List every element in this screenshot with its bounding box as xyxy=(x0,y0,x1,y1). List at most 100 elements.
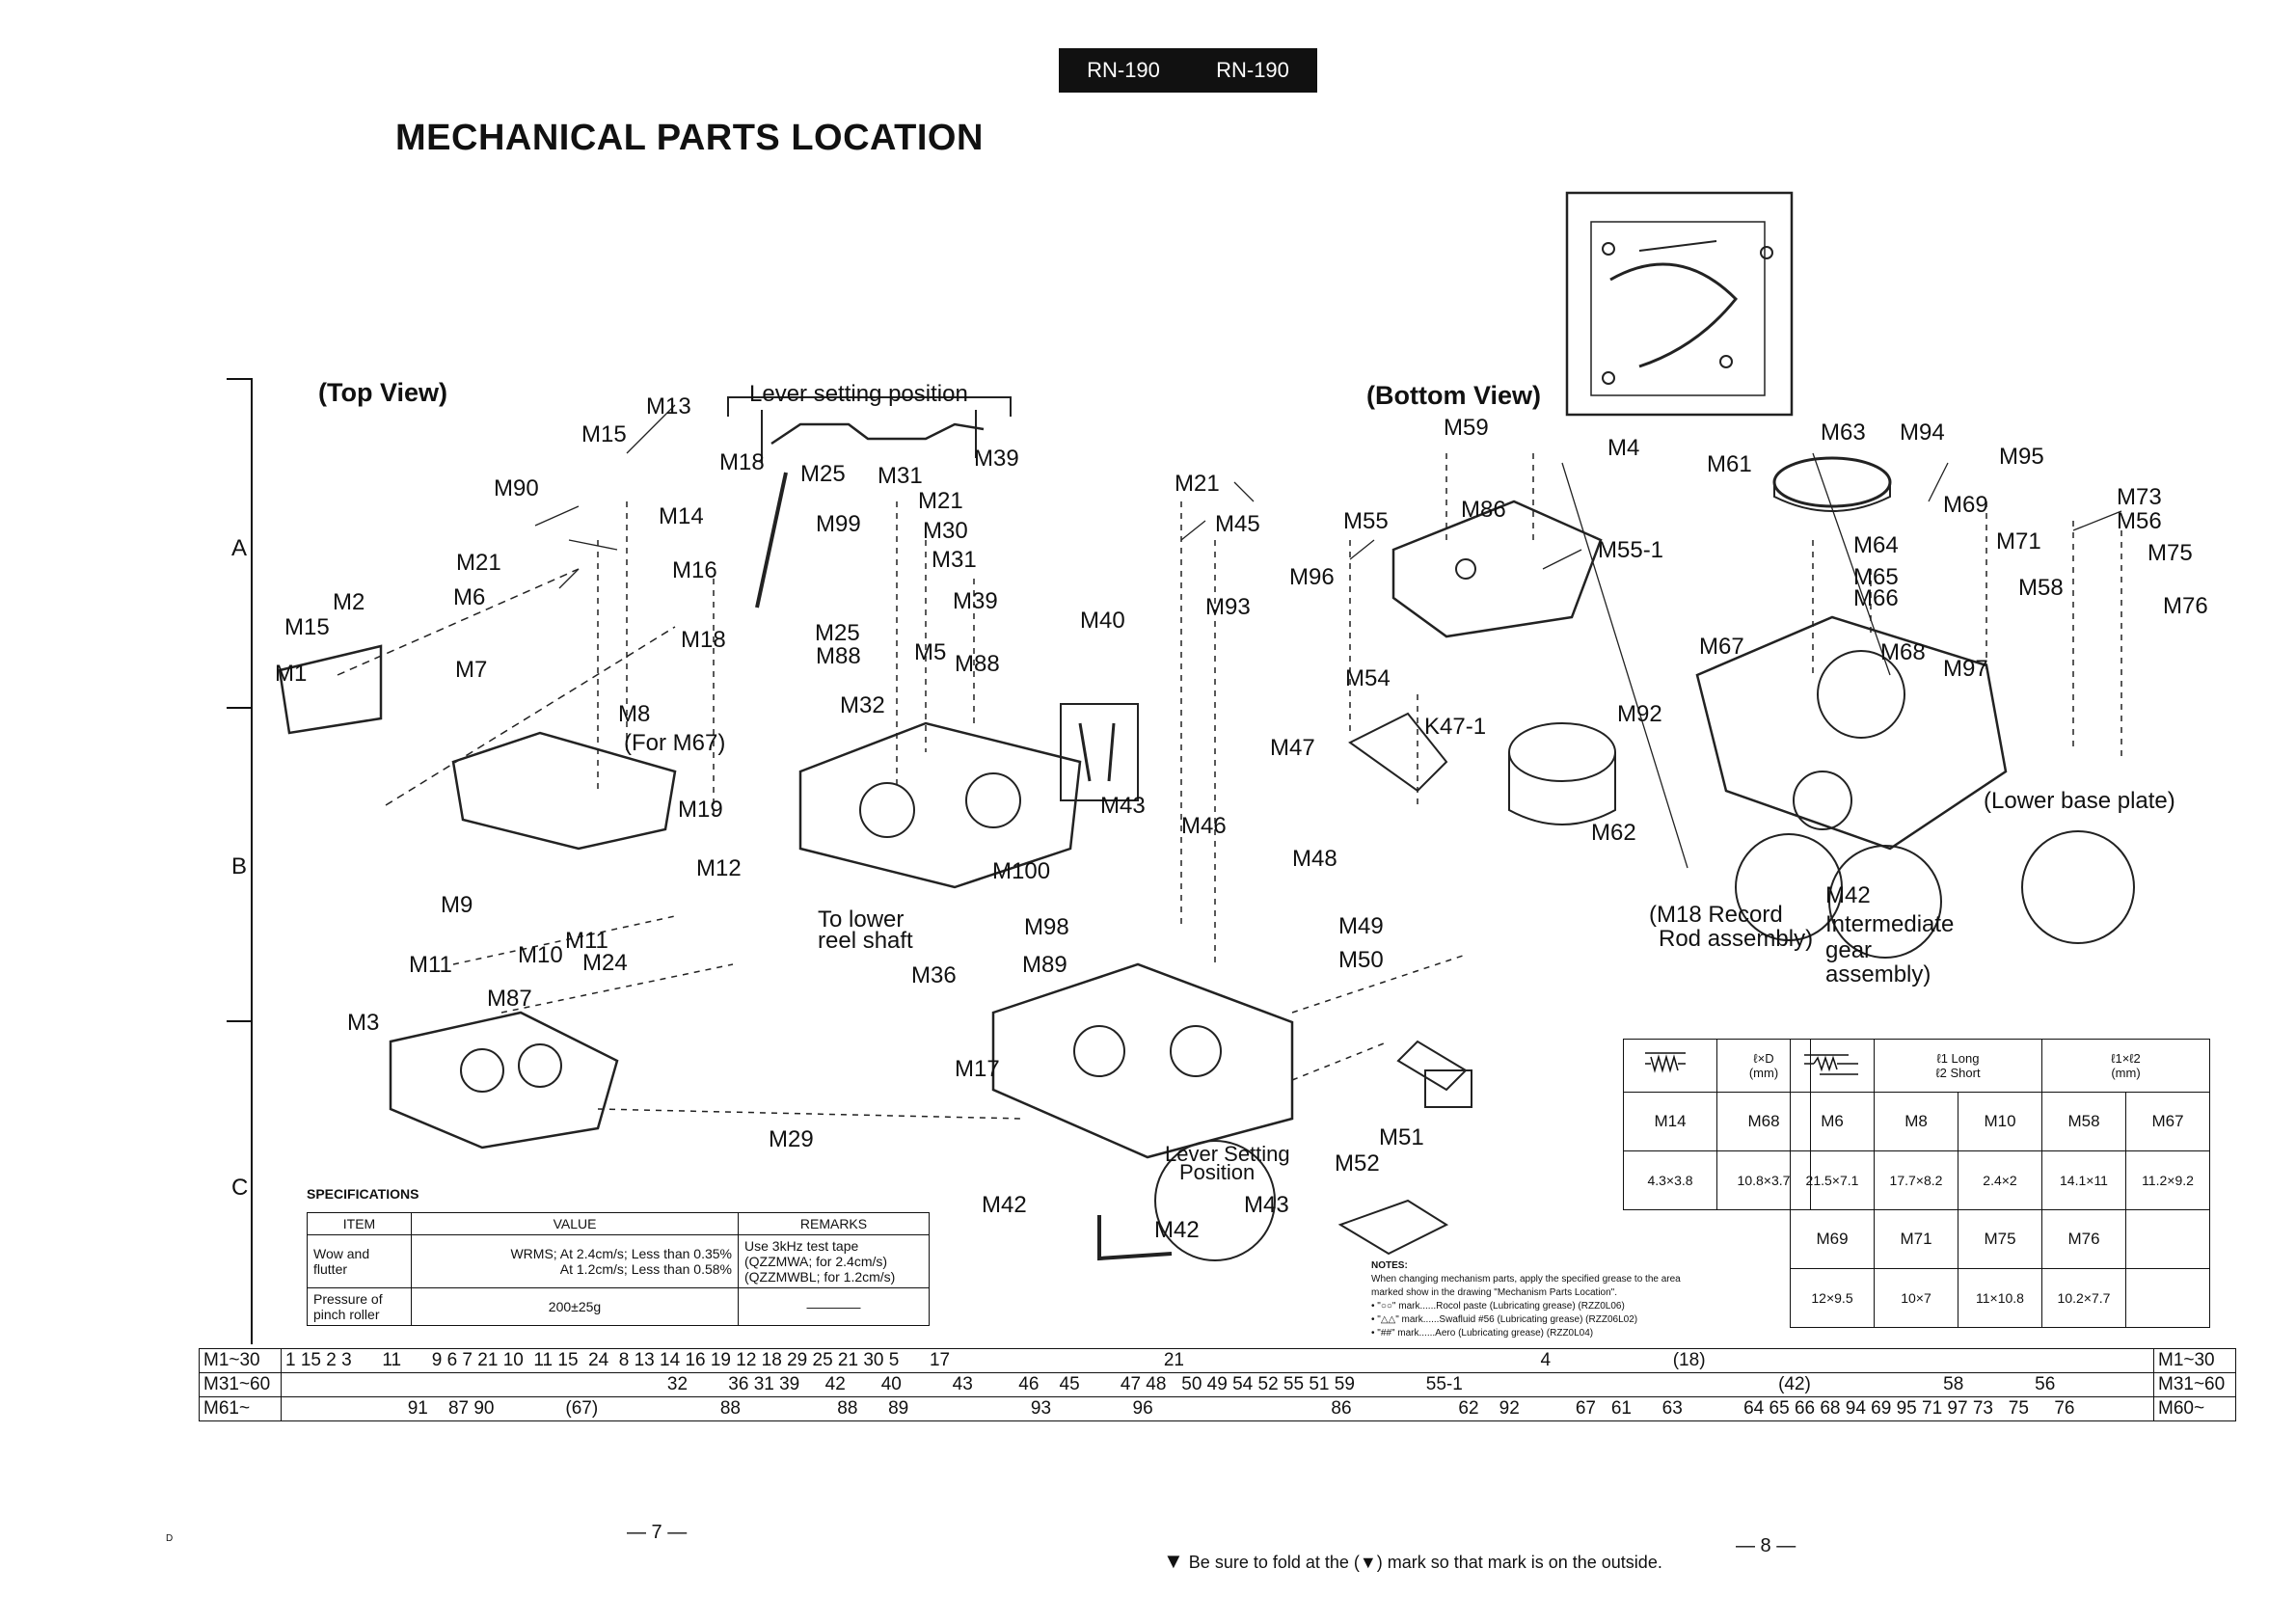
fold-triangle-icon: ▼ xyxy=(1163,1549,1184,1573)
part-label: M13 xyxy=(646,393,691,419)
part-label: M49 xyxy=(1338,913,1384,939)
spring-part: M76 xyxy=(2041,1209,2126,1269)
part-label: M93 xyxy=(1205,594,1251,620)
parts-grid-index-table: M1~30 1 15 2 3 11 9 6 7 21 10 11 15 24 8… xyxy=(199,1348,2236,1421)
part-label: M54 xyxy=(1345,665,1391,691)
page-number-right: — 8 — xyxy=(1736,1535,1796,1556)
part-label: Lever Setting xyxy=(1165,1142,1290,1166)
part-label: M43 xyxy=(1244,1192,1289,1218)
part-label: M88 xyxy=(955,651,1000,677)
part-label: M3 xyxy=(347,1010,380,1036)
part-label: M39 xyxy=(974,446,1019,472)
spec-item: Wow and flutter xyxy=(307,1234,412,1288)
spring-part: M75 xyxy=(1958,1209,2042,1269)
part-label: M25 xyxy=(815,620,860,646)
model-label-left: RN-190 xyxy=(1087,58,1160,82)
spring-part xyxy=(2125,1209,2210,1269)
part-label: (For M67) xyxy=(624,730,726,756)
row-marker-b: B xyxy=(231,853,248,879)
part-label: M15 xyxy=(581,421,627,447)
part-label: M52 xyxy=(1335,1150,1380,1177)
part-label: M17 xyxy=(955,1056,1000,1082)
spring-part: M10 xyxy=(1958,1092,2042,1151)
spring-part: M67 xyxy=(2125,1092,2210,1151)
part-label: M98 xyxy=(1024,914,1069,940)
index-row-tail: M60~ xyxy=(2153,1396,2236,1421)
fold-instruction-text: Be sure to fold at the (▼) mark so that … xyxy=(1188,1553,1662,1572)
model-header: RN-190 RN-190 xyxy=(1059,48,1317,93)
part-label: M86 xyxy=(1461,497,1506,523)
spring-icon xyxy=(1790,1039,1875,1093)
notes-line: When changing mechanism parts, apply the… xyxy=(1371,1274,1681,1285)
part-label: M69 xyxy=(1943,492,1988,518)
row-marker-c: C xyxy=(231,1175,249,1201)
part-label: M55-1 xyxy=(1598,537,1664,563)
detail-circle-lever-setting xyxy=(1154,1140,1276,1261)
spring-size: 11×10.8 xyxy=(1958,1268,2042,1328)
spring-part: M69 xyxy=(1790,1209,1875,1269)
spec-remarks: ———— xyxy=(738,1287,930,1326)
lever-setting-label: Lever setting position xyxy=(749,381,968,407)
spec-column-header: VALUE xyxy=(411,1212,739,1235)
part-label: M10 xyxy=(518,942,563,968)
row-ruler xyxy=(251,378,253,1344)
part-label: M5 xyxy=(914,639,947,665)
index-row-head: M1~30 xyxy=(199,1348,282,1373)
part-label: reel shaft xyxy=(818,928,913,954)
part-label: M55 xyxy=(1343,508,1389,534)
fold-instruction: ▼ Be sure to fold at the (▼) mark so tha… xyxy=(1163,1549,1662,1574)
spring-part: M71 xyxy=(1874,1209,1958,1269)
part-label: M11 xyxy=(409,952,452,978)
corner-mark: D xyxy=(166,1533,174,1544)
spring-part: M58 xyxy=(2041,1092,2126,1151)
part-label: gear xyxy=(1825,937,1873,963)
spring-part: M6 xyxy=(1790,1092,1875,1151)
part-label: M62 xyxy=(1591,820,1636,846)
part-label: (M18 Record xyxy=(1649,902,1783,928)
part-label: M45 xyxy=(1215,511,1260,537)
index-row-content: 1 15 2 3 11 9 6 7 21 10 11 15 24 8 13 14… xyxy=(281,1348,2154,1373)
spring-size: 4.3×3.8 xyxy=(1623,1150,1717,1210)
part-label: M21 xyxy=(918,488,963,514)
notes-line: • "##" mark......Aero (Lubricating greas… xyxy=(1371,1328,1594,1339)
index-row-tail: M31~60 xyxy=(2153,1372,2236,1397)
part-label: M25 xyxy=(800,461,846,487)
part-label: M31 xyxy=(932,547,977,573)
part-label: M42 xyxy=(1825,882,1871,908)
part-label: M43 xyxy=(1100,793,1146,819)
notes-line: marked show in the drawing "Mechanism Pa… xyxy=(1371,1287,1617,1298)
part-label: M42 xyxy=(1154,1217,1200,1243)
part-label: M42 xyxy=(982,1192,1027,1218)
table-row: M31~60 32 36 31 39 42 40 43 46 45 47 48 … xyxy=(199,1372,2236,1397)
inset-detail-box xyxy=(1565,191,1794,417)
part-label: M32 xyxy=(840,692,885,718)
bottom-view-plate xyxy=(1391,500,1603,638)
part-label: M15 xyxy=(284,614,330,640)
bottom-view-label: (Bottom View) xyxy=(1366,381,1541,410)
part-label: M24 xyxy=(582,950,628,976)
spring-part: M14 xyxy=(1623,1092,1717,1151)
top-view-lower-plate xyxy=(389,1011,619,1150)
part-label: M56 xyxy=(2117,508,2162,534)
spec-value: 200±25g xyxy=(411,1287,739,1326)
part-label: M46 xyxy=(1181,813,1227,839)
spring-size: 2.4×2 xyxy=(1958,1150,2042,1210)
notes-line: • "△△" mark......Swafluid #56 (Lubricati… xyxy=(1371,1314,1638,1325)
part-label: M11 xyxy=(565,928,608,954)
ruler-tick xyxy=(227,707,253,709)
part-label: M94 xyxy=(1900,419,1945,446)
spec-column-header: REMARKS xyxy=(738,1212,930,1235)
table-row: M61~ 91 87 90 (67) 88 88 89 93 96 86 xyxy=(199,1396,2236,1421)
part-label: assembly) xyxy=(1825,961,1931,987)
spring-size: 21.5×7.1 xyxy=(1790,1150,1875,1210)
part-label: M59 xyxy=(1444,415,1489,441)
spring-size: 11.2×9.2 xyxy=(2125,1150,2210,1210)
part-label: M67 xyxy=(1699,634,1744,660)
part-label: Rod assembly) xyxy=(1659,926,1814,952)
part-label: M39 xyxy=(953,588,998,614)
part-label: M7 xyxy=(455,657,488,683)
index-row-content: 91 87 90 (67) 88 88 89 93 96 86 62 92 xyxy=(281,1396,2154,1421)
part-label: M65 xyxy=(1853,564,1899,590)
index-row-tail: M1~30 xyxy=(2153,1348,2236,1373)
